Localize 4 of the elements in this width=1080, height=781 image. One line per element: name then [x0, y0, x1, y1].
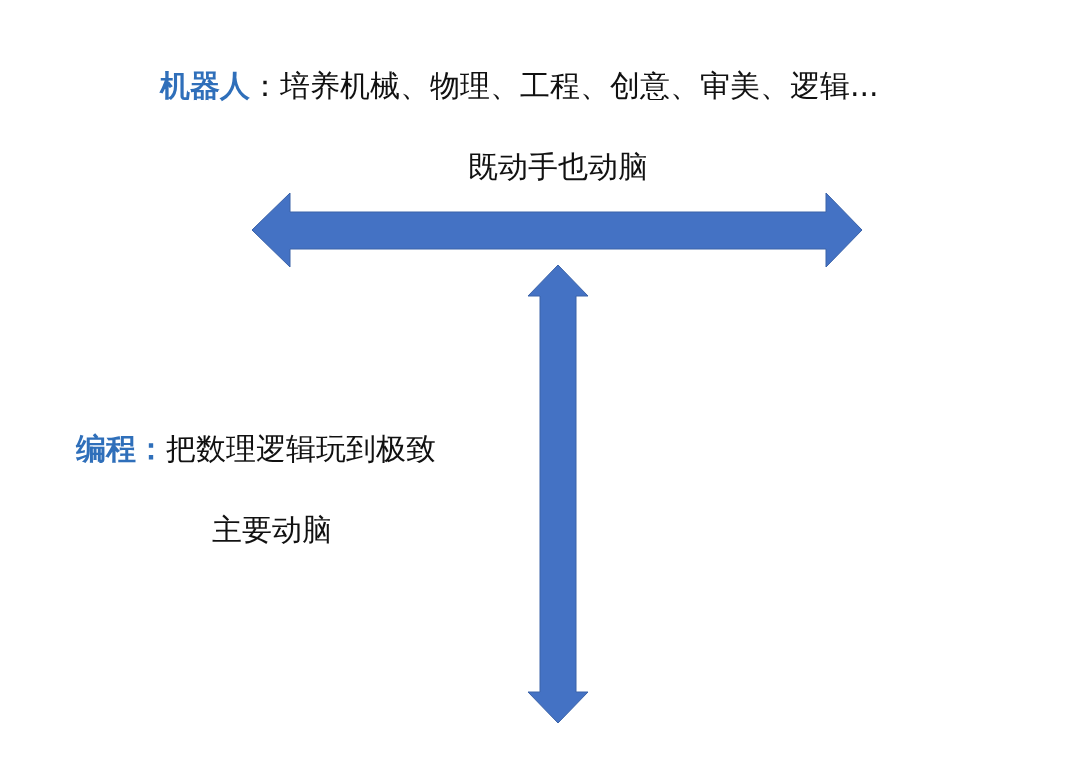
- note-text: 编程：把数理逻辑玩到极致: [76, 430, 436, 468]
- note-text: 主要动脑: [212, 511, 332, 549]
- note-text: 机器人：培养机械、物理、工程、创意、审美、逻辑...: [160, 67, 879, 105]
- note-text: 既动手也动脑: [468, 148, 648, 186]
